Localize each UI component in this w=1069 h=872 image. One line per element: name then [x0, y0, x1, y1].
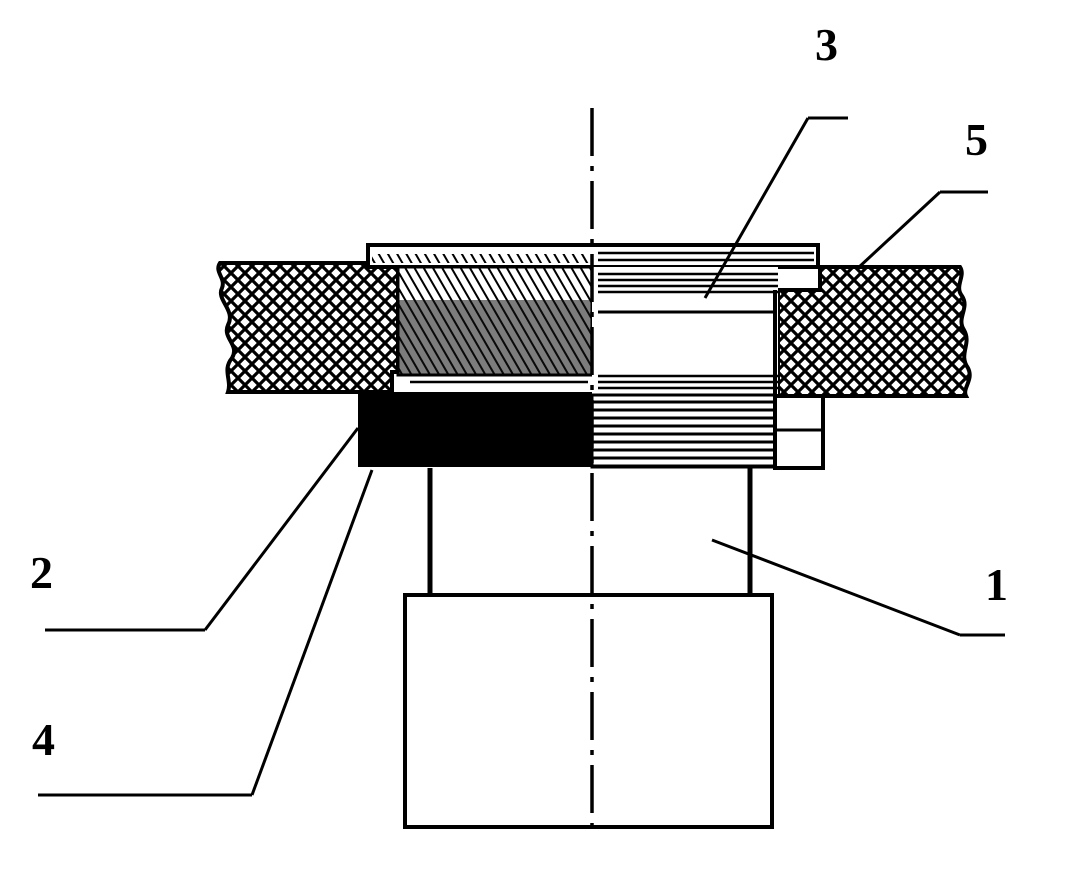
inner-ring-right	[592, 267, 778, 395]
solid-block-left	[358, 392, 592, 467]
callout-label-3: 3	[815, 19, 838, 70]
callout-5: 5	[856, 114, 988, 270]
callout-1: 1	[711, 538, 1008, 637]
callout-label-4: 4	[32, 714, 55, 765]
plate-right	[776, 265, 972, 398]
plate-left	[216, 261, 400, 394]
callout-label-5: 5	[965, 114, 988, 165]
shaft-neck	[427, 468, 753, 595]
lower-body	[403, 593, 774, 829]
callout-label-2: 2	[30, 547, 53, 598]
callout-4: 4	[32, 469, 374, 797]
callout-3: 3	[703, 19, 848, 299]
callout-2: 2	[30, 427, 360, 632]
callout-label-1: 1	[985, 559, 1008, 610]
hatched-section-left	[396, 265, 594, 384]
lined-section-right	[590, 393, 825, 470]
